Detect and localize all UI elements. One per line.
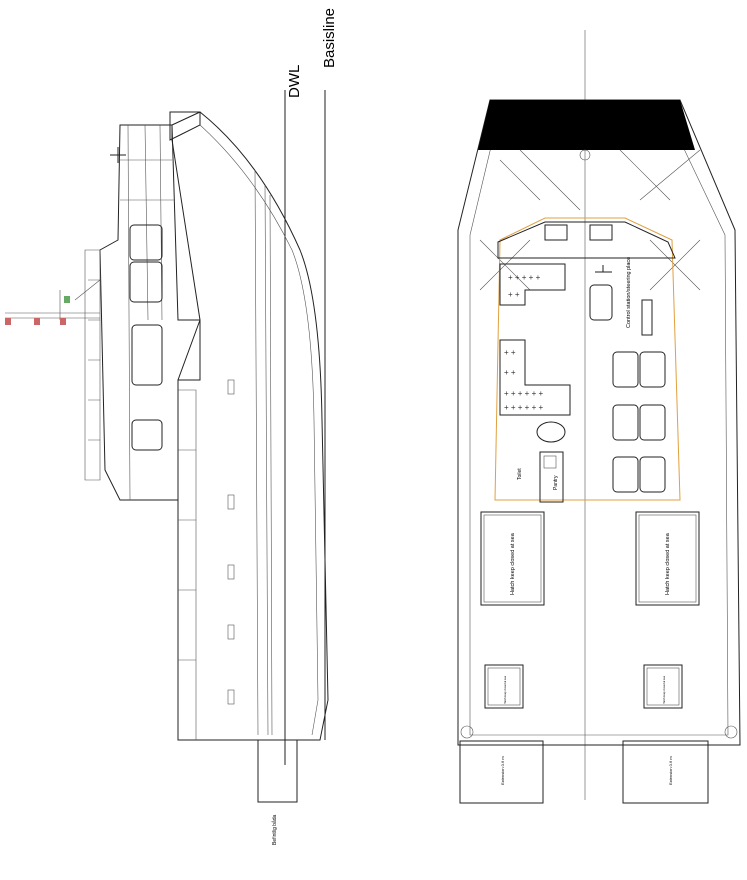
hatch-small-left[interactable] [484, 664, 524, 709]
svg-text:+ + + + + +: + + + + + + [504, 403, 543, 412]
hatch-small-right[interactable] [643, 664, 683, 709]
hatch-large-right[interactable] [635, 511, 700, 606]
cabin-outline [494, 217, 681, 501]
svg-text:+ +: + + [504, 348, 516, 357]
extension-left-label: Extension 0.6 m [500, 756, 505, 785]
control-station-label: Control station/steering place [626, 257, 632, 328]
nav-light [64, 296, 70, 303]
extension-right-label: Extension 0.6 m [668, 756, 673, 785]
hull-side [169, 111, 329, 741]
crosshair-cursor-icon [110, 147, 126, 163]
bow-fender [169, 111, 201, 141]
toilet-fixture [536, 421, 566, 443]
extension-left [459, 740, 544, 804]
pantry [539, 451, 564, 503]
hatch-large-left-label: Hatch keep closed at sea [510, 532, 516, 595]
dwl-label: DWL [286, 65, 303, 98]
passenger-seats [612, 351, 666, 493]
hatch-large-left[interactable] [480, 511, 545, 606]
bow-fender [478, 100, 695, 150]
svg-text:+ + + + +: + + + + + [508, 273, 541, 282]
nav-light [5, 318, 11, 325]
stern-extension [257, 739, 298, 803]
hull-outline [457, 99, 741, 746]
pantry-label: Pantry [553, 475, 559, 490]
extension-right [622, 740, 709, 804]
nav-light [60, 318, 66, 325]
hatch-large-right-label: Hatch keep closed at sea [665, 532, 671, 595]
svg-text:+ +: + + [504, 368, 516, 377]
helm-seat[interactable] [589, 284, 613, 321]
side-view: DWL Basisline [5, 8, 338, 845]
svg-text:+ +: + + [508, 290, 520, 299]
toilet-label: Toilet [517, 468, 523, 480]
hatch-small-right-label: Hatch keep closed at sea [663, 675, 666, 704]
superstructure [5, 124, 201, 501]
svg-text:+ + + + + +: + + + + + + [504, 389, 543, 398]
existing-label: Befintlig båda [271, 814, 278, 845]
nav-light [34, 318, 40, 325]
hatch-small-left-label: Hatch keep closed at sea [504, 675, 507, 704]
plan-view: + + + + + + + + + + + + + + + + + + + + + +… [457, 30, 741, 804]
baseline-label: Basisline [321, 8, 338, 68]
galley-counter: + + + + + + + + + + + + + + + + + + + + + +… [499, 263, 571, 416]
